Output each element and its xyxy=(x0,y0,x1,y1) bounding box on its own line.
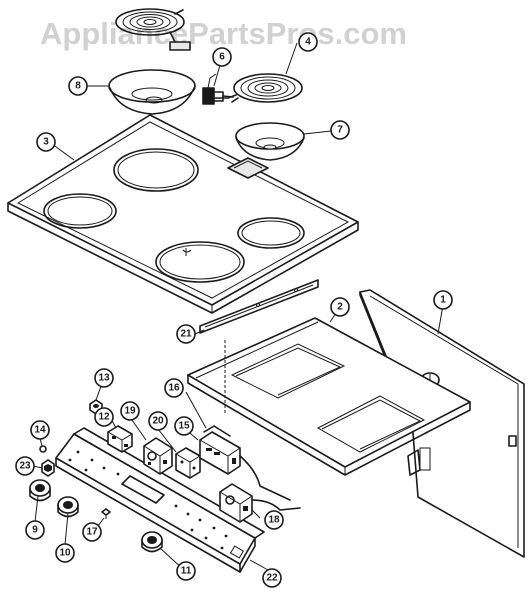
svg-text:4: 4 xyxy=(305,37,311,48)
svg-text:2: 2 xyxy=(337,302,343,313)
callout-20: 20 xyxy=(148,411,168,431)
oven-control-switch xyxy=(219,483,301,523)
callout-7: 7 xyxy=(330,120,350,140)
callout-17: 17 xyxy=(82,522,102,542)
callout-16: 16 xyxy=(164,378,184,398)
callout-11: 11 xyxy=(176,561,196,581)
callout-9: 9 xyxy=(25,520,45,540)
svg-text:7: 7 xyxy=(337,125,343,136)
svg-text:21: 21 xyxy=(180,329,192,340)
svg-text:15: 15 xyxy=(178,421,190,432)
indicator-lens xyxy=(41,459,55,477)
callout-19: 19 xyxy=(120,401,140,421)
surface-element-coil xyxy=(213,73,303,103)
infinite-switch xyxy=(143,437,173,475)
callout-22: 22 xyxy=(262,568,282,588)
switch-bracket xyxy=(175,447,201,479)
svg-text:9: 9 xyxy=(32,525,38,536)
svg-text:6: 6 xyxy=(219,52,225,63)
knob-left xyxy=(29,479,51,502)
switch-block xyxy=(107,425,133,453)
callout-14: 14 xyxy=(30,420,50,440)
inner-top-panel xyxy=(187,317,471,476)
top-surface-element xyxy=(115,8,191,51)
front-trim-strip xyxy=(199,279,319,334)
svg-text:11: 11 xyxy=(181,566,192,577)
svg-text:14: 14 xyxy=(34,425,46,436)
watermark-text: AppliancePartsPros.com xyxy=(40,16,407,51)
callout-18: 18 xyxy=(264,510,284,530)
timer-assembly xyxy=(199,425,241,475)
callout-1: 1 xyxy=(433,290,453,310)
drip-bowl-small xyxy=(235,122,305,161)
svg-text:13: 13 xyxy=(98,373,110,384)
callout-12: 12 xyxy=(94,407,114,427)
knob-right xyxy=(141,531,163,553)
drip-bowl-large xyxy=(108,69,196,115)
svg-text:8: 8 xyxy=(75,81,81,92)
callout-21: 21 xyxy=(176,324,196,344)
svg-text:17: 17 xyxy=(86,527,98,538)
svg-text:10: 10 xyxy=(59,548,71,559)
callout-6: 6 xyxy=(212,47,232,67)
svg-text:16: 16 xyxy=(168,383,180,394)
callout-13: 13 xyxy=(94,368,114,388)
callout-4: 4 xyxy=(298,32,318,52)
svg-text:20: 20 xyxy=(152,416,164,427)
screw xyxy=(101,508,111,519)
callout-8: 8 xyxy=(68,76,88,96)
svg-text:18: 18 xyxy=(268,515,280,526)
svg-text:3: 3 xyxy=(43,137,49,148)
svg-text:1: 1 xyxy=(440,295,446,306)
control-panel xyxy=(55,427,265,573)
cooktop-main-top xyxy=(7,114,359,314)
svg-text:23: 23 xyxy=(19,461,31,472)
svg-text:12: 12 xyxy=(98,412,110,423)
svg-text:19: 19 xyxy=(124,406,136,417)
callout-2: 2 xyxy=(330,297,350,317)
callout-10: 10 xyxy=(55,543,75,563)
svg-text:22: 22 xyxy=(266,573,278,584)
callout-3: 3 xyxy=(36,132,56,152)
terminal-block xyxy=(202,73,234,105)
spring-clip xyxy=(39,445,47,453)
callout-23: 23 xyxy=(15,456,35,476)
callout-15: 15 xyxy=(174,416,194,436)
